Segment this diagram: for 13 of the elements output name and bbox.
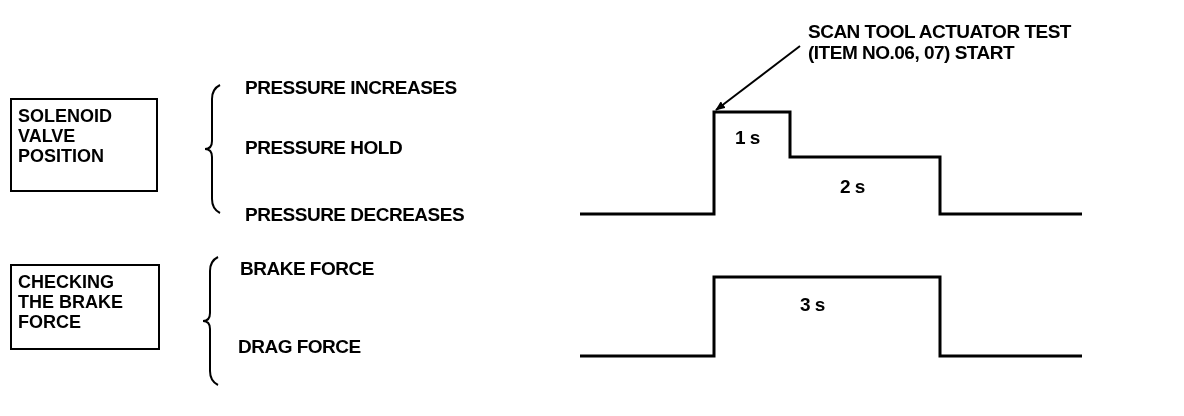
duration-label: 1 s xyxy=(735,127,760,148)
level-label: DRAG FORCE xyxy=(238,336,361,357)
level-label: PRESSURE DECREASES xyxy=(245,204,465,225)
duration-label: 3 s xyxy=(800,294,825,315)
label-box: CHECKING THE BRAKE FORCE xyxy=(10,264,160,350)
duration-label: 2 s xyxy=(840,176,865,197)
level-label: BRAKE FORCE xyxy=(240,258,374,279)
level-label: PRESSURE INCREASES xyxy=(245,77,457,98)
callout-text: SCAN TOOL ACTUATOR TEST (ITEM NO.06, 07) START xyxy=(808,21,1108,63)
pulse-waveform xyxy=(580,110,1082,216)
level-label: PRESSURE HOLD xyxy=(245,137,403,158)
label-box: SOLENOID VALVE POSITION xyxy=(10,98,158,192)
leader-line xyxy=(715,45,801,111)
